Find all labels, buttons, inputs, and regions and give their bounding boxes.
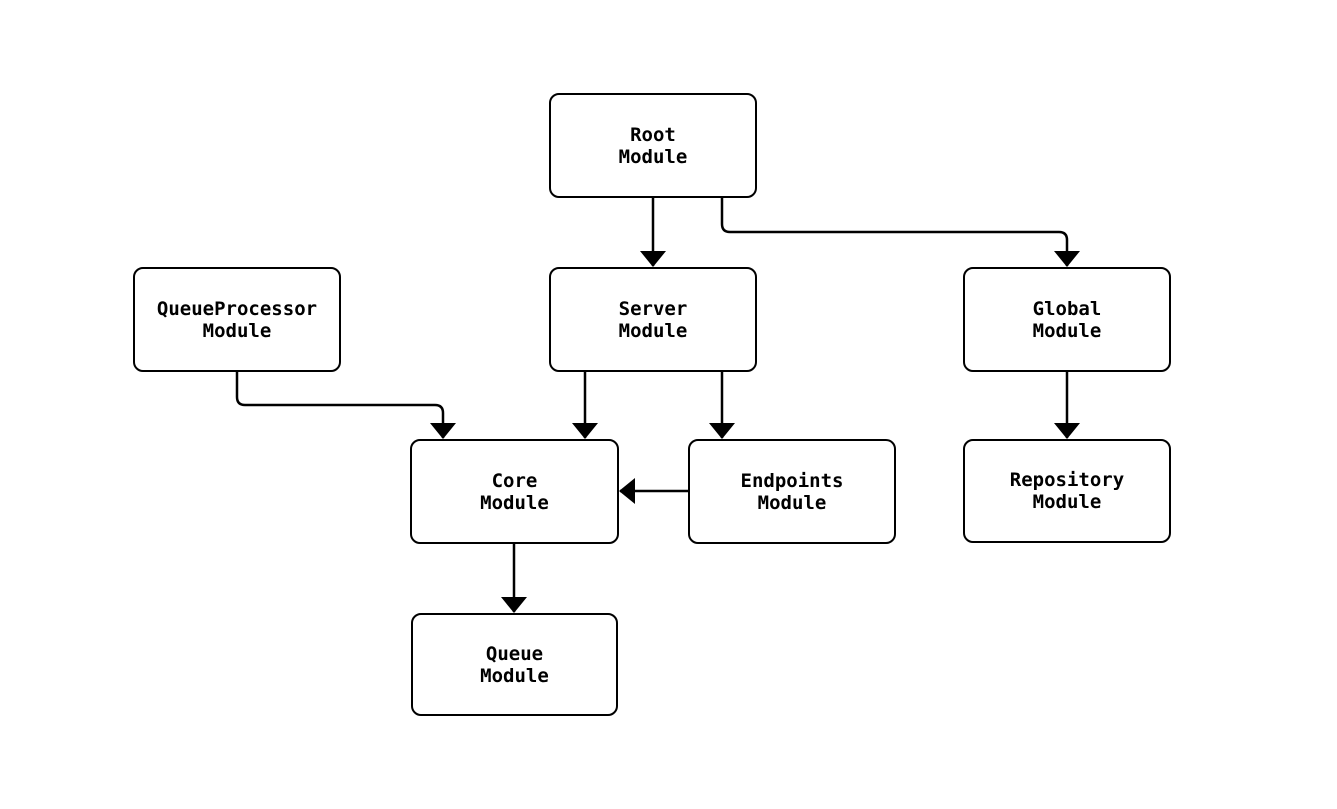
edge-queueprocessor-to-core bbox=[235, 372, 456, 439]
edge-root-to-global bbox=[720, 198, 1080, 267]
node-server-module-label: Server Module bbox=[618, 297, 688, 342]
node-queue-module-label: Queue Module bbox=[480, 642, 549, 687]
node-core-module-label: Core Module bbox=[480, 469, 549, 514]
node-global-module-label: Global Module bbox=[1032, 297, 1102, 342]
node-root-module-label: Root Module bbox=[618, 123, 688, 168]
node-global-module: Global Module bbox=[963, 267, 1171, 372]
node-root-module: Root Module bbox=[549, 93, 757, 198]
node-server-module: Server Module bbox=[549, 267, 757, 372]
node-endpoints-module-label: Endpoints Module bbox=[740, 469, 844, 514]
node-queueprocessor-module-label: QueueProcessor Module bbox=[156, 297, 318, 342]
node-endpoints-module: Endpoints Module bbox=[688, 439, 896, 544]
node-repository-module: Repository Module bbox=[963, 439, 1171, 543]
node-repository-module-label: Repository Module bbox=[1009, 469, 1125, 513]
node-core-module: Core Module bbox=[410, 439, 619, 544]
node-queueprocessor-module: QueueProcessor Module bbox=[133, 267, 341, 372]
node-queue-module: Queue Module bbox=[411, 613, 618, 716]
